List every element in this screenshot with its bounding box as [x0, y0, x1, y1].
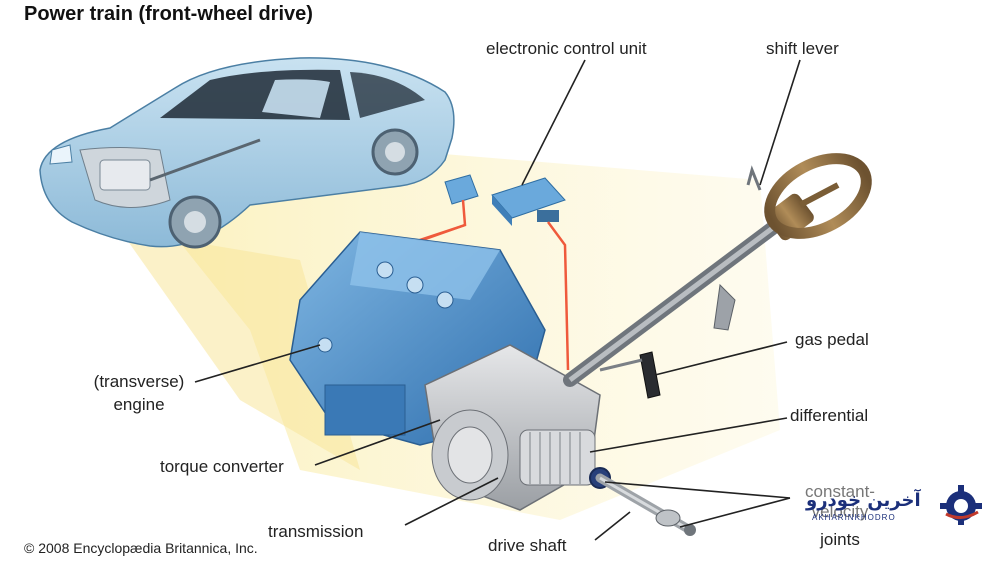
copyright-notice: © 2008 Encyclopædia Britannica, Inc.: [24, 540, 258, 556]
label-cv-line3: joints: [820, 530, 860, 549]
leader-lines: [194, 59, 801, 541]
label-engine-line2: engine: [113, 395, 165, 414]
label-torque-converter: torque converter: [160, 457, 284, 476]
steering-illustration: [563, 153, 872, 387]
label-gas-pedal: gas pedal: [795, 330, 869, 349]
label-ecu: electronic control unit: [486, 39, 647, 58]
label-cv-joints: constant- velocity joints: [790, 482, 890, 550]
label-shift-lever: shift lever: [766, 39, 839, 58]
label-engine-line1: (transverse): [93, 372, 185, 391]
car-illustration: [39, 57, 455, 249]
watermark-subtext: AKHARINKHODRO: [812, 513, 896, 522]
ecu-illustration: [444, 174, 566, 226]
label-engine: (transverse) engine: [84, 372, 194, 415]
label-cv-line1: constant-: [805, 482, 875, 501]
watermark-text: آخرین خودرو: [806, 490, 921, 511]
gear-logo-icon: [940, 485, 982, 525]
drive-shaft-illustration: [595, 473, 696, 536]
transmission-illustration: [424, 344, 611, 511]
label-transmission: transmission: [268, 522, 364, 541]
watermark: آخرین خودرو AKHARINKHODRO: [806, 482, 990, 530]
gas-pedal-illustration: [599, 351, 661, 399]
page-title: Power train (front-wheel drive): [24, 3, 313, 25]
label-drive-shaft: drive shaft: [488, 536, 567, 555]
label-cv-line2: velocity: [811, 502, 869, 521]
label-differential: differential: [790, 406, 869, 425]
